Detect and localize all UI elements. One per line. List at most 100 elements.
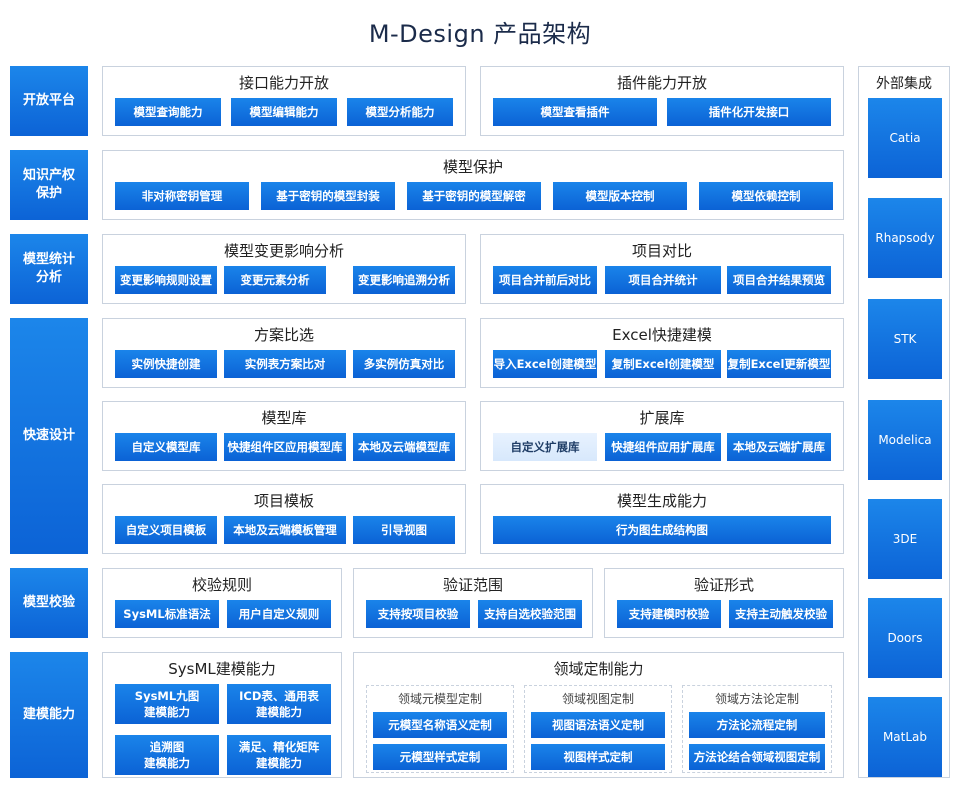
panel-title: SysML建模能力	[168, 660, 276, 678]
btn-key-decryption[interactable]: 基于密钥的模型解密	[407, 182, 541, 210]
btn-validate-while-modeling[interactable]: 支持建模时校验	[617, 600, 721, 628]
btn-instance-table-compare[interactable]: 实例表方案比对	[224, 350, 346, 378]
btn-cloud-ext-lib[interactable]: 本地及云端扩展库	[727, 433, 831, 461]
subpanel-metamodel: 领域元模型定制 元模型名称语义定制 元模型样式定制	[366, 685, 514, 773]
btn-key-encapsulation[interactable]: 基于密钥的模型封装	[261, 182, 395, 210]
panel-validation-rules: 校验规则 SysML标准语法 用户自定义规则	[102, 568, 342, 638]
btn-impact-rule[interactable]: 变更影响规则设置	[115, 266, 217, 294]
panel-title: 扩展库	[639, 409, 685, 427]
external-title: 外部集成	[876, 76, 932, 92]
category-model-statistics: 模型统计 分析	[10, 234, 88, 304]
panel-title: 方案比选	[253, 326, 314, 344]
btn-component-model-lib[interactable]: 快捷组件区应用模型库	[224, 433, 346, 461]
category-open-platform: 开放平台	[10, 66, 88, 136]
panel-domain-customization: 领域定制能力 领域元模型定制 元模型名称语义定制 元模型样式定制 领域视图定制 …	[353, 652, 844, 778]
btn-merge-preview[interactable]: 项目合并结果预览	[727, 266, 831, 294]
panel-extension-library: 扩展库 自定义扩展库 快捷组件应用扩展库 本地及云端扩展库	[480, 401, 844, 471]
btn-model-view-plugin[interactable]: 模型查看插件	[493, 98, 657, 126]
btn-user-rules[interactable]: 用户自定义规则	[227, 600, 331, 628]
btn-metamodel-semantics[interactable]: 元模型名称语义定制	[373, 712, 507, 738]
subpanel-title: 领域元模型定制	[397, 692, 482, 706]
panel-model-library: 模型库 自定义模型库 快捷组件区应用模型库 本地及云端模型库	[102, 401, 466, 471]
btn-template-manage[interactable]: 本地及云端模板管理	[224, 516, 346, 544]
panel-plugin-open: 插件能力开放 模型查看插件 插件化开发接口	[480, 66, 844, 136]
btn-copy-excel-create[interactable]: 复制Excel创建模型	[605, 350, 721, 378]
category-quick-design: 快速设计	[10, 318, 88, 554]
btn-custom-model-lib[interactable]: 自定义模型库	[115, 433, 217, 461]
btn-model-edit[interactable]: 模型编辑能力	[231, 98, 337, 126]
page-title: M-Design 产品架构	[368, 20, 592, 48]
btn-guide-view[interactable]: 引导视图	[353, 516, 455, 544]
btn-validate-custom-scope[interactable]: 支持自选校验范围	[478, 600, 582, 628]
btn-metamodel-style[interactable]: 元模型样式定制	[373, 744, 507, 770]
subpanel-view: 领域视图定制 视图语法语义定制 视图样式定制	[524, 685, 672, 773]
ext-matlab[interactable]: MatLab	[868, 697, 942, 777]
panel-title: 接口能力开放	[238, 74, 329, 92]
btn-merge-statistics[interactable]: 项目合并统计	[605, 266, 721, 294]
panel-title: 领域定制能力	[553, 660, 644, 678]
panel-validation-scope: 验证范围 支持按项目校验 支持自选校验范围	[353, 568, 593, 638]
btn-view-style[interactable]: 视图样式定制	[531, 744, 665, 770]
btn-custom-ext-lib[interactable]: 自定义扩展库	[493, 433, 597, 461]
panel-model-generation: 模型生成能力 行为图生成结构图	[480, 484, 844, 554]
panel-title: 模型变更影响分析	[223, 242, 344, 260]
btn-plugin-dev-interface[interactable]: 插件化开发接口	[667, 98, 831, 126]
panel-title: 模型保护	[442, 158, 503, 176]
btn-model-analysis[interactable]: 模型分析能力	[347, 98, 453, 126]
btn-component-ext-lib[interactable]: 快捷组件应用扩展库	[605, 433, 721, 461]
ext-rhapsody[interactable]: Rhapsody	[868, 198, 942, 278]
btn-methodology-flow[interactable]: 方法论流程定制	[689, 712, 825, 738]
btn-model-query[interactable]: 模型查询能力	[115, 98, 221, 126]
ext-stk[interactable]: STK	[868, 299, 942, 379]
btn-version-control[interactable]: 模型版本控制	[553, 182, 687, 210]
panel-external-integration: 外部集成	[858, 66, 950, 778]
btn-multi-instance-sim[interactable]: 多实例仿真对比	[353, 350, 455, 378]
panel-title: 模型生成能力	[616, 492, 707, 510]
panel-title: 项目对比	[631, 242, 692, 260]
panel-interface-open: 接口能力开放 模型查询能力 模型编辑能力 模型分析能力	[102, 66, 466, 136]
subpanel-title: 领域方法论定制	[714, 692, 799, 706]
panel-model-protection: 模型保护 非对称密钥管理 基于密钥的模型封装 基于密钥的模型解密 模型版本控制 …	[102, 150, 844, 220]
btn-instance-create[interactable]: 实例快捷创建	[115, 350, 217, 378]
ext-modelica[interactable]: Modelica	[868, 400, 942, 480]
subpanel-title: 领域视图定制	[561, 692, 634, 706]
panel-title: Excel快捷建模	[612, 326, 712, 344]
panel-title: 模型库	[261, 409, 307, 427]
btn-copy-excel-update[interactable]: 复制Excel更新模型	[727, 350, 831, 378]
btn-import-excel[interactable]: 导入Excel创建模型	[493, 350, 597, 378]
btn-custom-template[interactable]: 自定义项目模板	[115, 516, 217, 544]
btn-sysml-nine-diagrams[interactable]: SysML九图 建模能力	[115, 684, 219, 724]
btn-asymmetric-key[interactable]: 非对称密钥管理	[115, 182, 249, 210]
panel-title: 验证形式	[693, 576, 754, 594]
ext-doors[interactable]: Doors	[868, 598, 942, 678]
btn-sysml-syntax[interactable]: SysML标准语法	[115, 600, 219, 628]
btn-icd-table[interactable]: ICD表、通用表 建模能力	[227, 684, 331, 724]
btn-merge-compare[interactable]: 项目合并前后对比	[493, 266, 597, 294]
panel-scheme-selection: 方案比选 实例快捷创建 实例表方案比对 多实例仿真对比	[102, 318, 466, 388]
panel-project-template: 项目模板 自定义项目模板 本地及云端模板管理 引导视图	[102, 484, 466, 554]
panel-project-compare: 项目对比 项目合并前后对比 项目合并统计 项目合并结果预览	[480, 234, 844, 304]
panel-title: 项目模板	[253, 492, 314, 510]
btn-methodology-view[interactable]: 方法论结合领域视图定制	[689, 744, 825, 770]
ext-catia[interactable]: Catia	[868, 98, 942, 178]
btn-trace-diagram[interactable]: 追溯图 建模能力	[115, 735, 219, 775]
category-model-validation: 模型校验	[10, 568, 88, 638]
btn-behavior-to-structure[interactable]: 行为图生成结构图	[493, 516, 831, 544]
panel-validation-form: 验证形式 支持建模时校验 支持主动触发校验	[604, 568, 844, 638]
category-ip-protection: 知识产权 保护	[10, 150, 88, 220]
btn-change-element[interactable]: 变更元素分析	[224, 266, 326, 294]
btn-view-semantics[interactable]: 视图语法语义定制	[531, 712, 665, 738]
panel-title: 验证范围	[442, 576, 503, 594]
panel-change-impact: 模型变更影响分析 变更影响规则设置 变更元素分析 变更影响追溯分析	[102, 234, 466, 304]
ext-3de[interactable]: 3DE	[868, 499, 942, 579]
panel-excel-modeling: Excel快捷建模 导入Excel创建模型 复制Excel创建模型 复制Exce…	[480, 318, 844, 388]
panel-title: 校验规则	[191, 576, 252, 594]
category-modeling-capability: 建模能力	[10, 652, 88, 778]
btn-cloud-model-lib[interactable]: 本地及云端模型库	[353, 433, 455, 461]
btn-dependency-control[interactable]: 模型依赖控制	[699, 182, 833, 210]
btn-impact-trace[interactable]: 变更影响追溯分析	[353, 266, 455, 294]
panel-sysml-modeling: SysML建模能力 SysML九图 建模能力 ICD表、通用表 建模能力 追溯图…	[102, 652, 342, 778]
btn-matrix-modeling[interactable]: 满足、精化矩阵 建模能力	[227, 735, 331, 775]
btn-validate-manual[interactable]: 支持主动触发校验	[729, 600, 833, 628]
btn-validate-by-project[interactable]: 支持按项目校验	[366, 600, 470, 628]
